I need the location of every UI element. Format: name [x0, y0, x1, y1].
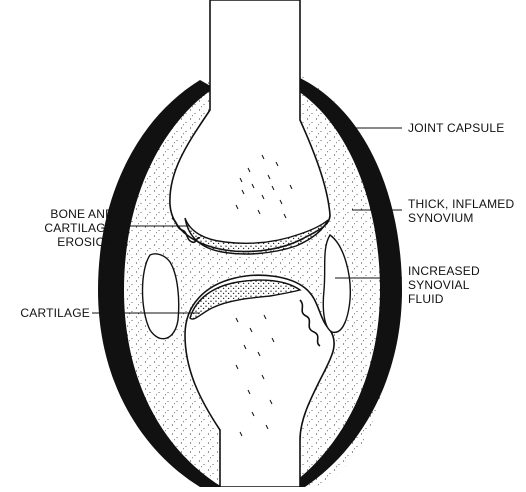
label-thick-synovium: THICK, INFLAMED SYNOVIUM [408, 197, 514, 225]
label-increased-fluid: INCREASED SYNOVIAL FLUID [408, 264, 480, 306]
label-bone-cartilage-erosion: BONE AND CARTILAGE EROSION [8, 207, 114, 249]
label-line: THICK, INFLAMED [408, 197, 514, 211]
label-line: CARTILAGE [8, 306, 90, 320]
label-line: FLUID [408, 292, 480, 306]
label-line: SYNOVIUM [408, 211, 514, 225]
label-line: JOINT CAPSULE [408, 121, 504, 135]
label-line: INCREASED [408, 264, 480, 278]
label-cartilage: CARTILAGE [8, 306, 90, 320]
label-line: BONE AND [8, 207, 114, 221]
label-line: CARTILAGE [8, 221, 114, 235]
label-joint-capsule: JOINT CAPSULE [408, 121, 504, 135]
label-line: EROSION [8, 235, 114, 249]
label-line: SYNOVIAL [408, 278, 480, 292]
